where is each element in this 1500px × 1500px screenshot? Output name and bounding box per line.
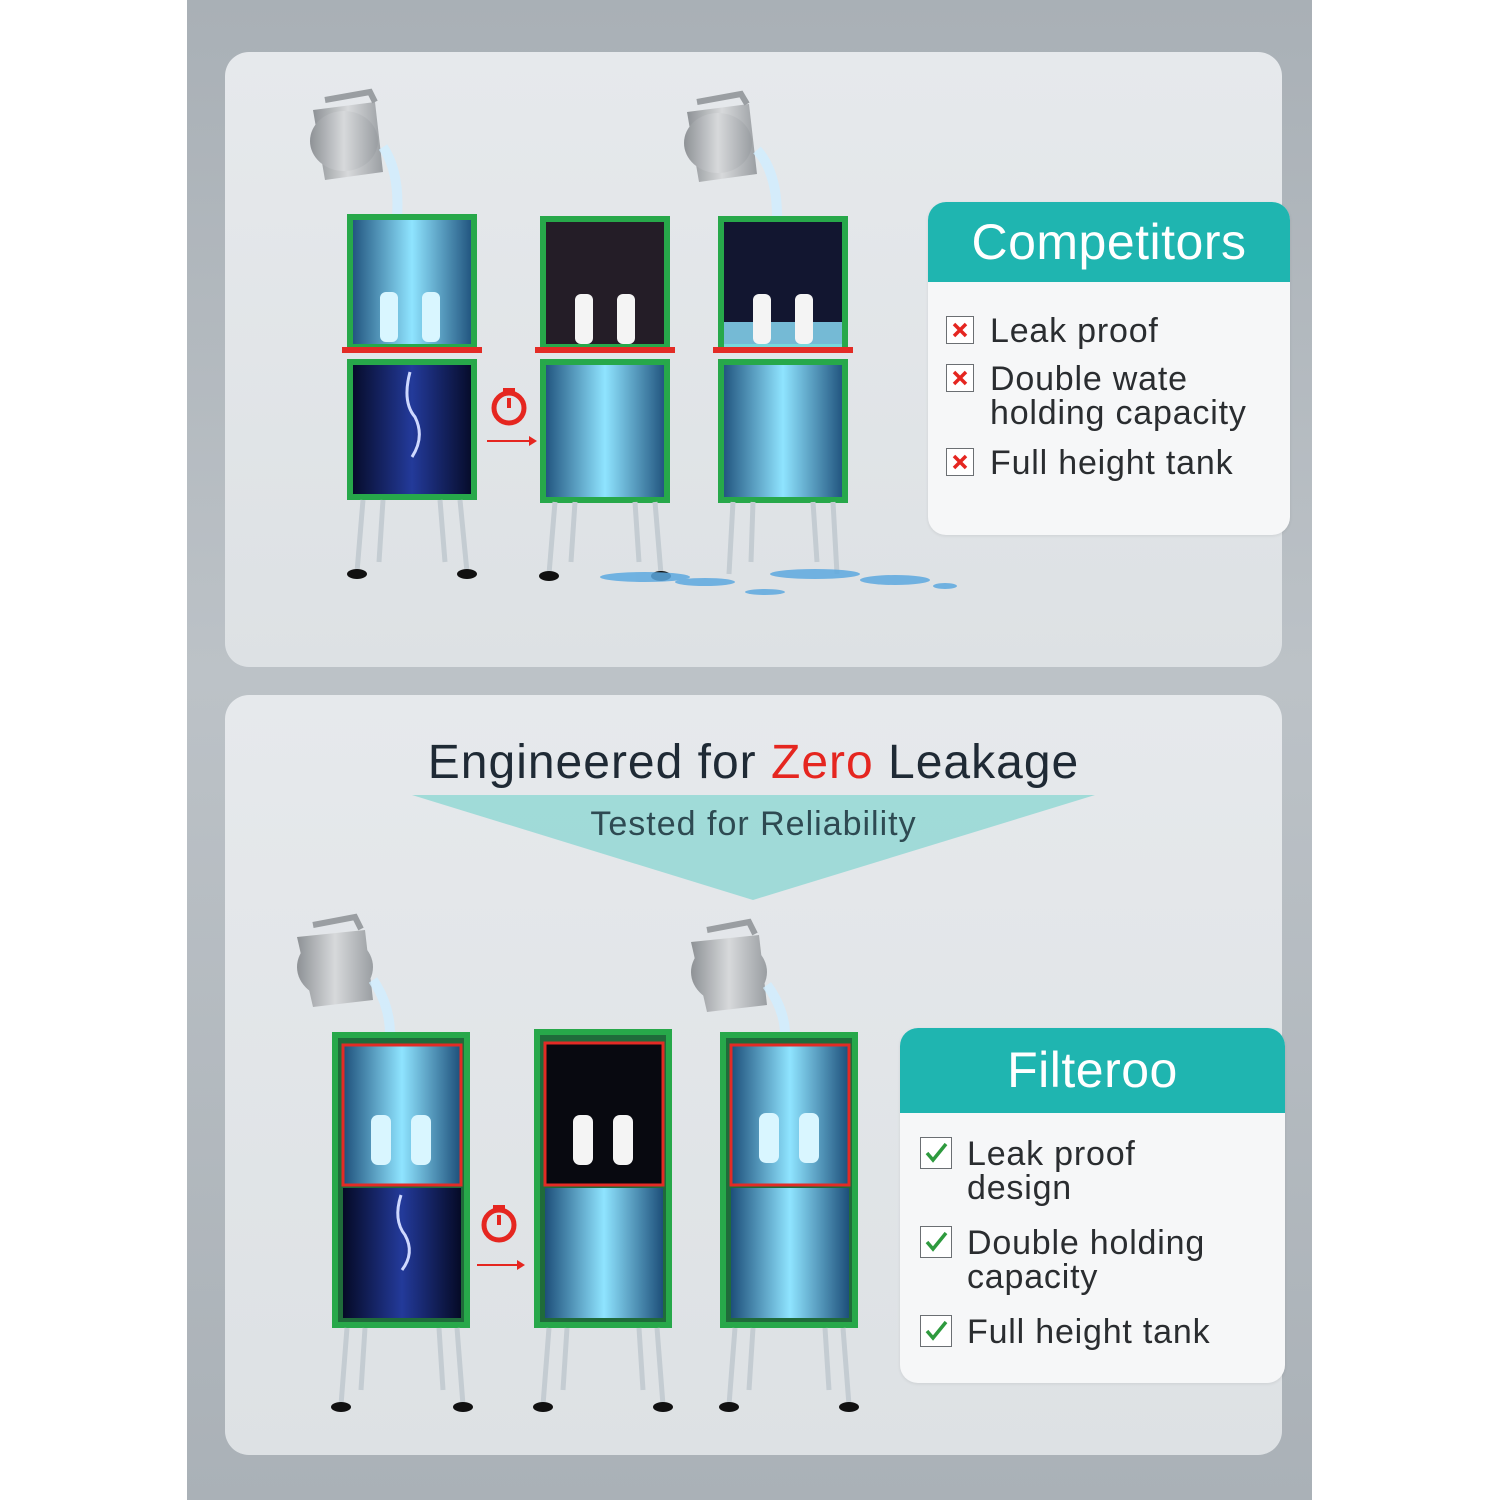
headline-suffix: Leakage <box>873 736 1080 789</box>
feature-item: Leak proof design <box>920 1137 1167 1205</box>
cross-icon <box>946 364 974 392</box>
checkmark-icon <box>920 1137 952 1169</box>
feature-label: Full height tank <box>967 1313 1211 1351</box>
feature-item: Double holding capacity <box>920 1226 1267 1294</box>
competitor-illustration <box>310 88 957 595</box>
feature-label: Double holding capacity <box>967 1224 1206 1296</box>
feature-item: Full height tank <box>946 446 1290 480</box>
feature-label: Leak proof <box>990 312 1159 350</box>
timer-icon <box>481 1205 517 1243</box>
ribbon-shape <box>412 795 1095 900</box>
subtitle: Tested for Reliability <box>590 805 917 843</box>
cross-icon <box>946 316 974 344</box>
headline: Engineered for Zero Leakage <box>225 735 1282 790</box>
feature-label: Leak proof design <box>967 1135 1136 1207</box>
feature-item: Double wate holding capacity <box>946 362 1275 430</box>
headline-prefix: Engineered for <box>427 736 771 789</box>
jug-icon <box>691 918 767 1012</box>
competitors-panel: Competitors Leak proof Double wate holdi… <box>225 52 1290 667</box>
competitors-card: Competitors Leak proof Double wate holdi… <box>928 202 1290 535</box>
filteroo-unit-2 <box>533 1029 673 1412</box>
filteroo-title: Filteroo <box>900 1028 1285 1113</box>
jug-icon <box>684 90 757 182</box>
jug-icon <box>297 913 373 1007</box>
arrow-icon <box>477 1260 525 1270</box>
jug-icon <box>310 88 383 180</box>
filteroo-card: Filteroo Leak proof design Double holdin… <box>900 1028 1285 1383</box>
headline-accent: Zero <box>771 736 874 789</box>
feature-item: Full height tank <box>920 1315 1285 1349</box>
arrow-icon <box>487 436 537 446</box>
competitors-feature-list: Leak proof Double wate holding capacity … <box>928 282 1290 480</box>
filteroo-unit-3 <box>691 918 859 1412</box>
feature-label: Double wate holding capacity <box>990 360 1247 432</box>
timer-icon <box>491 388 527 426</box>
competitor-unit-3 <box>600 90 957 595</box>
checkmark-icon <box>920 1226 952 1258</box>
filteroo-illustration <box>297 913 859 1412</box>
filteroo-feature-list: Leak proof design Double holding capacit… <box>900 1113 1285 1349</box>
filteroo-panel: Engineered for Zero Leakage Tested for R… <box>225 695 1285 1455</box>
competitor-unit-2 <box>535 216 675 581</box>
filteroo-unit-1 <box>297 913 473 1412</box>
competitors-title: Competitors <box>928 202 1290 282</box>
feature-label: Full height tank <box>990 444 1234 482</box>
competitor-unit-1 <box>310 88 482 579</box>
checkmark-icon <box>920 1315 952 1347</box>
infographic: Competitors Leak proof Double wate holdi… <box>187 0 1312 1500</box>
water-puddles <box>600 569 957 595</box>
feature-item: Leak proof <box>946 314 1290 348</box>
cross-icon <box>946 448 974 476</box>
